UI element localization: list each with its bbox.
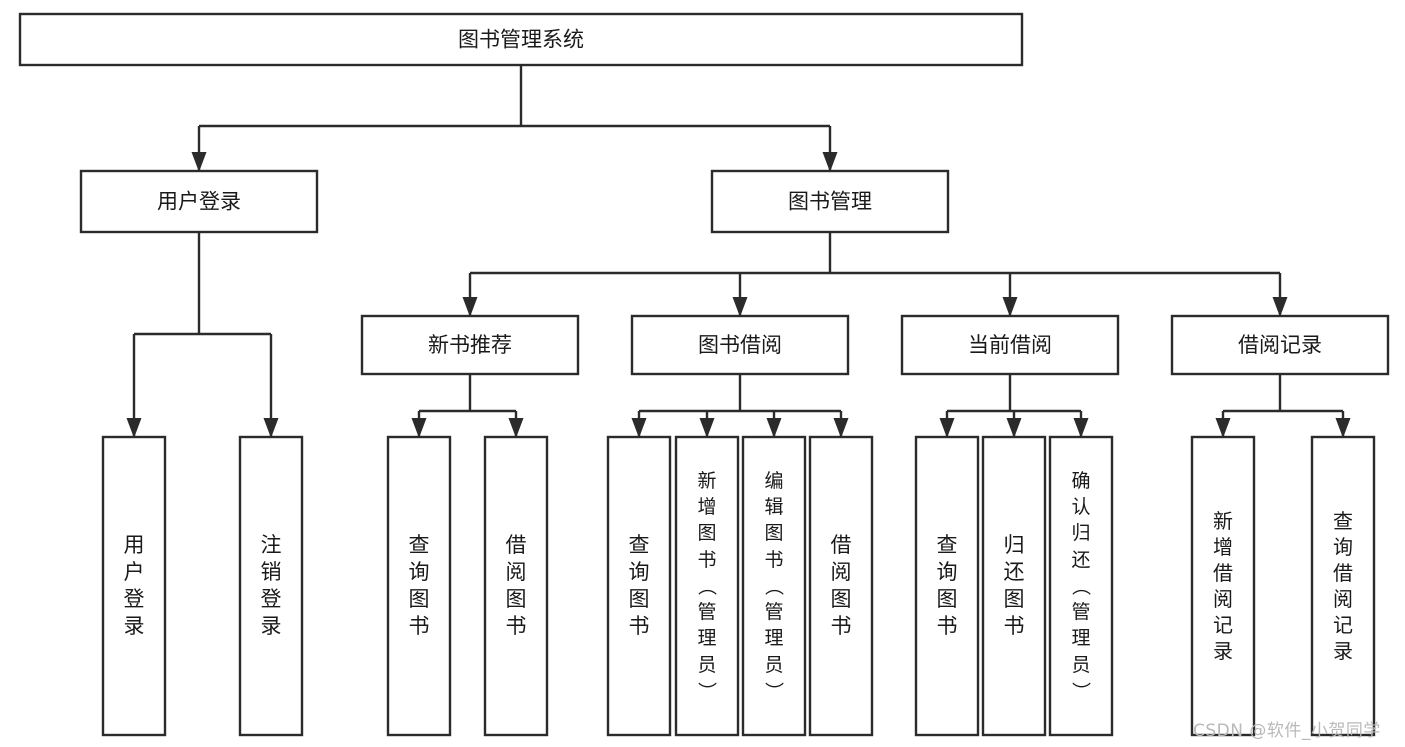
node-label-book-borrow: 图书借阅 [698,333,782,357]
node-box-leaf-borrow-book-rec[interactable] [483,435,549,737]
node-box-leaf-confirm-return-admin[interactable] [1048,435,1114,737]
node-box-leaf-query-book-rec[interactable] [386,435,452,737]
arrow-head-icon [126,418,142,438]
arrow-head-icon [766,418,782,438]
arrow-head-icon [462,297,478,317]
arrow-head-icon [822,152,838,172]
node-box-leaf-query-book-cur[interactable] [914,435,980,737]
node-box-new-book-recommend[interactable] [360,314,580,376]
node-box-leaf-return-book[interactable] [981,435,1047,737]
arrow-head-icon [699,418,715,438]
connectors-layer [126,65,1351,438]
node-box-current-borrow[interactable] [900,314,1120,376]
node-box-leaf-edit-book-admin[interactable] [741,435,807,737]
arrow-head-icon [631,418,647,438]
node-label-book-manage: 图书管理 [788,190,872,214]
watermark-text: CSDN @软件_小贺同学 [1193,721,1381,741]
node-box-leaf-borrow-book[interactable] [808,435,874,737]
node-label-current-borrow: 当前借阅 [968,333,1052,357]
node-box-leaf-add-book-admin[interactable] [674,435,740,737]
arrow-head-icon [1272,297,1288,317]
node-box-leaf-add-borrow-record[interactable] [1190,435,1256,737]
arrow-head-icon [1006,418,1022,438]
node-box-leaf-user-login[interactable] [101,435,167,737]
arrow-head-icon [939,418,955,438]
node-box-borrow-record[interactable] [1170,314,1390,376]
arrow-head-icon [508,418,524,438]
node-box-leaf-query-book-borrow[interactable] [606,435,672,737]
arrow-head-icon [833,418,849,438]
arrow-head-icon [191,152,207,172]
node-box-leaf-logout[interactable] [238,435,304,737]
boxes-layer [18,12,1390,737]
node-label-borrow-record: 借阅记录 [1238,333,1322,357]
arrow-head-icon [1073,418,1089,438]
node-label-user-login: 用户登录 [157,190,241,214]
arrow-head-icon [732,297,748,317]
arrow-head-icon [411,418,427,438]
node-box-root[interactable] [18,12,1024,67]
node-label-new-book-recommend: 新书推荐 [428,333,512,357]
arrow-head-icon [263,418,279,438]
node-box-user-login[interactable] [79,169,319,234]
node-label-root: 图书管理系统 [458,28,584,52]
arrow-head-icon [1002,297,1018,317]
node-box-book-borrow[interactable] [630,314,850,376]
arrow-head-icon [1335,418,1351,438]
node-box-book-manage[interactable] [710,169,950,234]
node-box-leaf-query-borrow-record[interactable] [1310,435,1376,737]
arrow-head-icon [1215,418,1231,438]
